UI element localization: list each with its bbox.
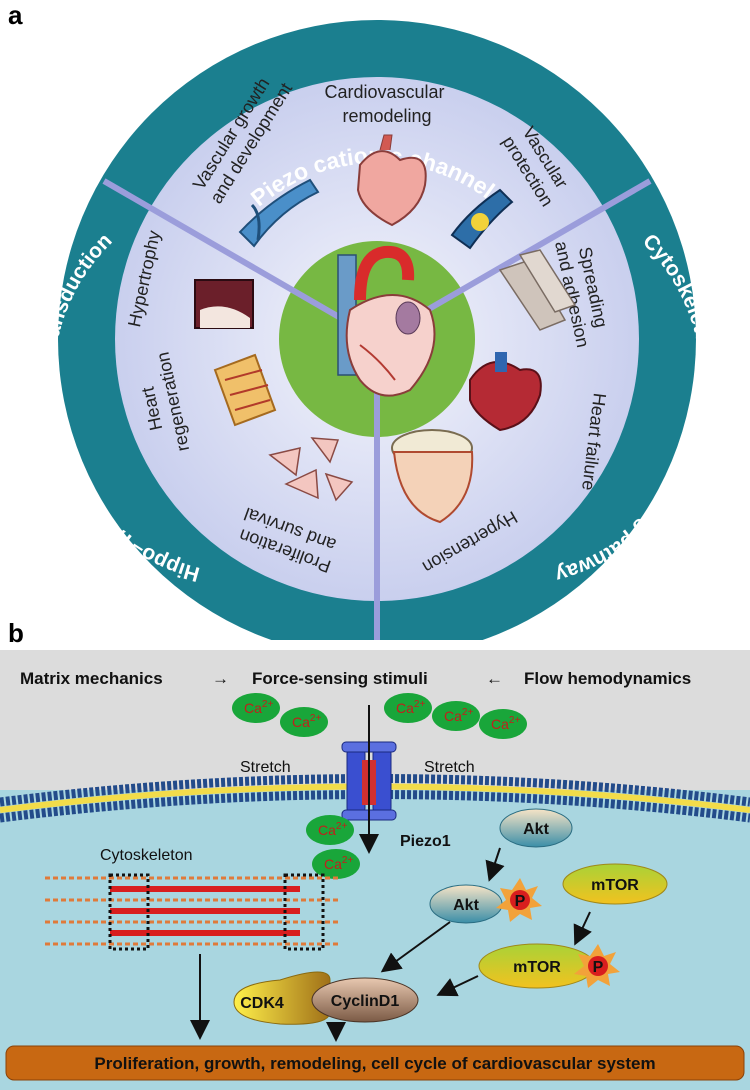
- svg-text:Akt: Akt: [453, 897, 479, 914]
- stretch-label-left: Stretch: [240, 759, 291, 776]
- phospho-mtor-protein: mTOR P: [478, 943, 620, 989]
- stretch-label-right: Stretch: [424, 759, 475, 776]
- signaling-pathway-diagram: Matrix mechanics → Force-sensing stimuli…: [0, 650, 750, 1090]
- arrow-left: ←: [486, 669, 503, 688]
- cells-illustration: [268, 437, 354, 502]
- stimulus-matrix-mechanics: Matrix mechanics: [20, 669, 163, 688]
- cytoskeleton-filaments: [45, 873, 340, 951]
- label-cardiovascular-remodeling: Cardiovascular remodeling: [324, 82, 449, 126]
- cdk4-protein: CDK4: [233, 971, 331, 1025]
- mtor-to-cyclin-arrow: [436, 975, 479, 997]
- calcium-ion: [232, 693, 280, 723]
- akt-to-cyclin-arrow: [380, 921, 451, 973]
- mtor-protein: mTOR: [562, 863, 668, 905]
- phospho-akt-protein: Akt P: [429, 878, 542, 924]
- vessel-illustration: [238, 178, 320, 248]
- calcium-ion: [479, 709, 527, 739]
- stimulus-flow-hemodynamics: Flow hemodynamics: [524, 669, 691, 688]
- cyclind1-protein: CyclinD1: [311, 977, 419, 1023]
- svg-text:CyclinD1: CyclinD1: [331, 993, 400, 1010]
- outcome-bar: [5, 1045, 745, 1081]
- calcium-ion: [312, 849, 360, 879]
- muscle-block-illustration: [194, 279, 254, 329]
- panel-a-label: a: [8, 0, 23, 30]
- svg-text:P: P: [593, 959, 604, 976]
- svg-text:CDK4: CDK4: [240, 995, 284, 1012]
- calcium-ion: [306, 815, 354, 845]
- svg-text:Akt: Akt: [523, 821, 549, 838]
- stimulus-force-sensing: Force-sensing stimuli: [252, 669, 428, 688]
- cardiomyocyte-illustration: [213, 353, 277, 427]
- akt-arrow: [485, 847, 505, 882]
- piezo1-label: Piezo1: [400, 833, 451, 850]
- svg-text:P: P: [515, 893, 526, 910]
- calcium-ions: Ca2+Ca2+Ca2+Ca2+Ca2+Ca2+Ca2+: [232, 693, 527, 879]
- cytoskeleton-label: Cytoskeleton: [100, 847, 193, 864]
- heart-illustration-top: [356, 134, 427, 227]
- hypertensive-heart-illustration: [391, 429, 474, 524]
- outcome-text: Proliferation, growth, remodeling, cell …: [94, 1054, 655, 1073]
- cytoskeleton-fibers-illustration: [498, 249, 577, 331]
- svg-text:mTOR: mTOR: [591, 877, 639, 894]
- central-heart-illustration: [337, 245, 436, 397]
- svg-text:mTOR: mTOR: [513, 959, 561, 976]
- protected-vessel-illustration: [450, 188, 514, 250]
- calcium-ion: [384, 693, 432, 723]
- calcium-ion: [432, 701, 480, 731]
- panel-b-label: b: [8, 618, 24, 648]
- mechanotransduction-wheel: Piezo cationic channels Cytoskeleton–ind…: [58, 20, 696, 640]
- akt-protein: Akt: [499, 808, 573, 848]
- arrow-right: →: [212, 669, 229, 688]
- calcium-ion: [280, 707, 328, 737]
- failing-heart-illustration: [469, 352, 542, 432]
- mtor-arrow: [573, 911, 592, 946]
